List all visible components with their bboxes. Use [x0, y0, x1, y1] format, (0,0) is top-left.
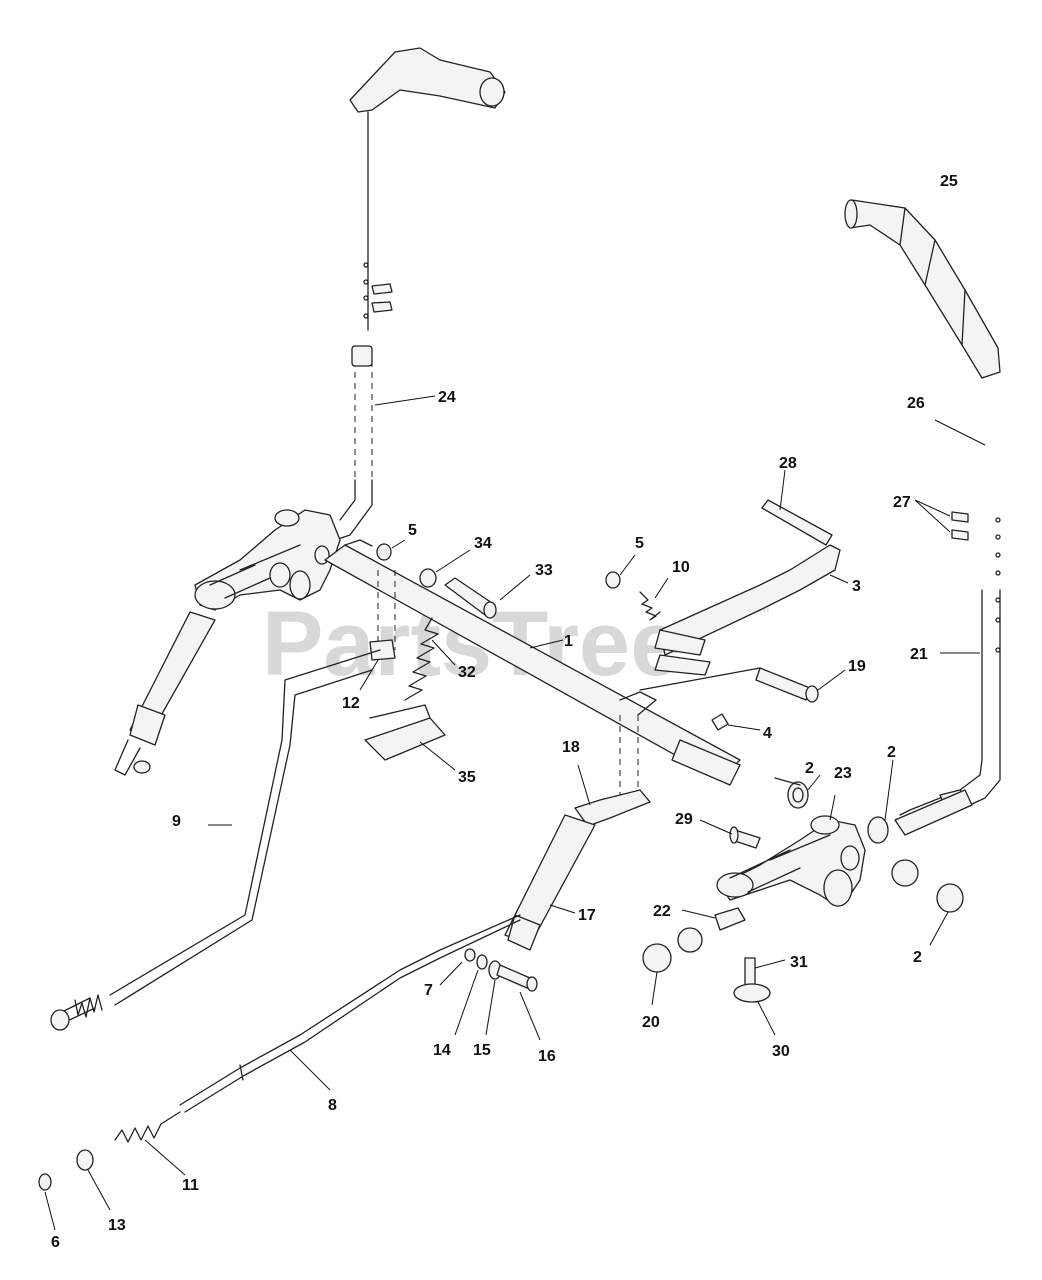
callout-9[interactable]: 9 — [172, 813, 181, 830]
callout-16[interactable]: 16 — [538, 1048, 556, 1065]
callout-3[interactable]: 3 — [852, 578, 861, 595]
part-25-right-grip[interactable] — [844, 199, 1001, 379]
part-3-lever-arm[interactable] — [654, 544, 849, 676]
part-9-rod[interactable] — [50, 649, 381, 1031]
callout-27[interactable]: 27 — [893, 494, 911, 511]
callout-17[interactable]: 17 — [578, 907, 596, 924]
callout-29[interactable]: 29 — [675, 811, 693, 828]
part-7-nut[interactable] — [439, 948, 476, 986]
part-28-lever-bar[interactable] — [761, 469, 833, 546]
part-19-bolt[interactable] — [639, 667, 846, 703]
callout-11[interactable]: 11 — [182, 1177, 199, 1194]
callout-22[interactable]: 22 — [653, 903, 671, 920]
callout-4[interactable]: 4 — [763, 725, 772, 742]
part-30-foot[interactable] — [733, 983, 776, 1036]
callout-35[interactable]: 35 — [458, 769, 476, 786]
callout-19[interactable]: 19 — [848, 658, 866, 675]
part-17-damper[interactable] — [504, 814, 596, 951]
callout-15[interactable]: 15 — [473, 1042, 491, 1059]
part-16-bolt[interactable] — [496, 964, 541, 1041]
part-33-shaft[interactable] — [444, 574, 531, 619]
part-13-washer[interactable] — [76, 1149, 111, 1211]
part-2-bushing-c[interactable] — [891, 859, 964, 946]
callout-13[interactable]: 13 — [108, 1217, 126, 1234]
callout-5-right[interactable]: 5 — [635, 535, 644, 552]
callout-18[interactable]: 18 — [562, 739, 580, 756]
left-pivot-assembly[interactable] — [114, 509, 341, 776]
callout-24[interactable]: 24 — [438, 389, 456, 406]
callout-31[interactable]: 31 — [790, 954, 808, 971]
callout-33[interactable]: 33 — [535, 562, 553, 579]
callout-20[interactable]: 20 — [642, 1014, 660, 1031]
callout-34[interactable]: 34 — [474, 535, 492, 552]
part-1-cross-shaft[interactable] — [324, 539, 741, 786]
part-2-bushing-b[interactable] — [867, 759, 973, 844]
callout-1[interactable]: 1 — [564, 633, 573, 650]
part-5-bushing-right[interactable] — [605, 554, 636, 589]
part-32-spring[interactable] — [404, 617, 456, 701]
part-31-stud[interactable] — [744, 957, 786, 986]
part-22-sleeve[interactable] — [681, 907, 746, 931]
part-10-spring[interactable] — [639, 577, 669, 621]
watermark: PartsTree — [262, 593, 681, 695]
part-23-right-pivot[interactable] — [716, 794, 866, 907]
callout-6[interactable]: 6 — [51, 1234, 60, 1251]
callout-10[interactable]: 10 — [672, 559, 690, 576]
callout-2-a[interactable]: 2 — [805, 760, 814, 777]
part-6-nut[interactable] — [38, 1173, 56, 1231]
part-14-washer[interactable] — [454, 954, 488, 1036]
callout-30[interactable]: 30 — [772, 1043, 790, 1060]
part-35-bracket[interactable] — [364, 704, 456, 771]
part-34-washer[interactable] — [419, 549, 471, 588]
part-8-rod[interactable] — [179, 914, 521, 1113]
callout-labels: 25 24 26 28 27 5 34 33 5 10 3 1 32 12 19… — [51, 173, 958, 1251]
part-21-right-lever[interactable] — [899, 517, 1001, 831]
callout-25[interactable]: 25 — [940, 173, 958, 190]
callout-28[interactable]: 28 — [779, 455, 797, 472]
callout-32[interactable]: 32 — [458, 664, 476, 681]
callout-23[interactable]: 23 — [834, 765, 852, 782]
callout-14[interactable]: 14 — [433, 1042, 451, 1059]
callout-12[interactable]: 12 — [342, 695, 360, 712]
part-26-lever-upper[interactable] — [934, 419, 986, 446]
part-4-clip[interactable] — [711, 713, 761, 731]
part-24-left-lever[interactable] — [334, 47, 506, 541]
callout-2-c[interactable]: 2 — [913, 949, 922, 966]
callout-21[interactable]: 21 — [910, 646, 928, 663]
part-12-link[interactable] — [359, 570, 396, 691]
callout-7[interactable]: 7 — [424, 982, 433, 999]
part-29-pin[interactable] — [699, 819, 761, 849]
callout-8[interactable]: 8 — [328, 1097, 337, 1114]
part-2-bushing-a[interactable] — [774, 774, 821, 809]
part-27-bolts[interactable] — [914, 499, 969, 541]
callout-2-b[interactable]: 2 — [887, 744, 896, 761]
callout-5-left[interactable]: 5 — [408, 522, 417, 539]
callout-26[interactable]: 26 — [907, 395, 925, 412]
part-20-bushing[interactable] — [642, 927, 703, 1006]
part-5-bushing-left[interactable] — [376, 539, 406, 561]
part-11-spring[interactable] — [114, 1111, 186, 1176]
